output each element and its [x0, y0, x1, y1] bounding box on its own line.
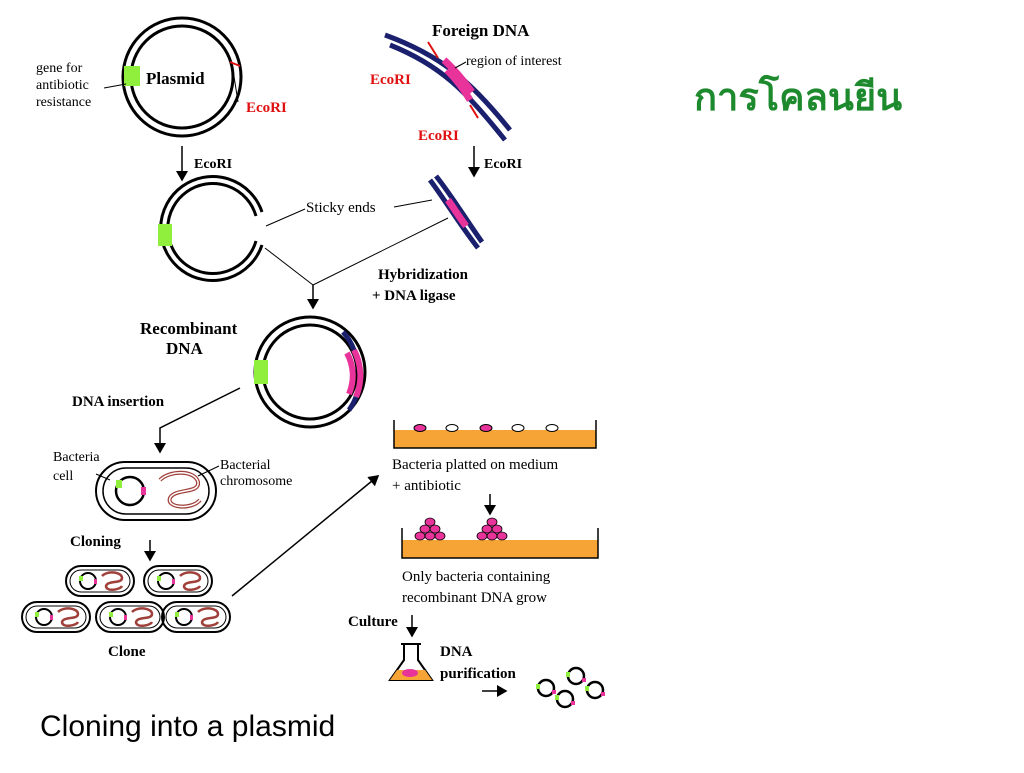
- label-only-2: recombinant DNA grow: [402, 590, 547, 606]
- label-plated-2: + antibiotic: [392, 478, 461, 494]
- label-antibiotic: antibiotic: [36, 78, 89, 93]
- plasmid: [121, 16, 243, 138]
- plasmid-ring: [555, 689, 575, 709]
- sticky-leader-left: [265, 208, 306, 227]
- label-gene-for: gene for: [36, 61, 83, 76]
- label-dna-insertion: DNA insertion: [72, 394, 165, 410]
- ecori-cut-bottom: [469, 104, 479, 119]
- sticky-leader-right: [393, 199, 433, 208]
- cell-leader-line: [95, 473, 111, 481]
- label-clone: Clone: [108, 644, 146, 660]
- label-purification: purification: [440, 666, 516, 682]
- culture-flask-icon: [388, 643, 434, 681]
- colony: [414, 517, 446, 541]
- label-recombinant-dna: DNA: [166, 339, 204, 358]
- arrow-to-plating: [231, 475, 380, 597]
- label-plated-1: Bacteria platted on medium: [392, 457, 559, 473]
- label-plasmid: Plasmid: [146, 69, 205, 88]
- label-ecori-arrow-left: EcoRI: [194, 157, 232, 172]
- label-cell: cell: [53, 469, 73, 484]
- label-region-of-interest: region of interest: [466, 54, 562, 69]
- cut-foreign-fragment: [427, 174, 485, 250]
- label-hybridization: Hybridization: [378, 267, 469, 283]
- label-bacterial: Bacterial: [220, 458, 271, 473]
- ecori-leader-line: [232, 69, 239, 103]
- bacteria-cell: [95, 461, 217, 521]
- arrow-dna-insertion: [154, 387, 241, 454]
- label-only-1: Only bacteria containing: [402, 569, 551, 585]
- label-ecori-foreign-bottom: EcoRI: [418, 128, 459, 144]
- plate-medium: [393, 420, 597, 449]
- label-dna-ligase: + DNA ligase: [372, 288, 456, 304]
- resistance-leader-line: [103, 83, 127, 89]
- clone-cell: [21, 601, 91, 633]
- foreign-dna-strands: [384, 32, 512, 142]
- label-recombinant: Recombinant: [140, 319, 238, 338]
- clone-cell: [95, 601, 165, 633]
- label-culture: Culture: [348, 614, 398, 630]
- clone-cell: [161, 601, 231, 633]
- chromosome-leader-line: [197, 465, 220, 477]
- label-ecori-foreign-top: EcoRI: [370, 72, 411, 88]
- clone-cell: [65, 565, 135, 597]
- label-cloning: Cloning: [70, 534, 121, 550]
- clone-cells: [21, 565, 231, 633]
- colony: [476, 517, 508, 541]
- plate-selected: [401, 517, 599, 559]
- ecori-cut-top: [427, 41, 439, 59]
- converge-line-left: [264, 247, 314, 286]
- label-ecori-plasmid: EcoRI: [246, 100, 287, 116]
- ecori-site-marker: [229, 61, 241, 67]
- label-ecori-arrow-right: EcoRI: [484, 157, 522, 172]
- cut-plasmid: [158, 175, 264, 282]
- plasmid-ring: [536, 678, 556, 698]
- page-title: การโคลนยีน: [694, 74, 903, 119]
- resistance-gene-marker: [124, 66, 140, 86]
- label-dna: DNA: [440, 644, 473, 660]
- label-resistance: resistance: [36, 95, 91, 110]
- diagram-caption: Cloning into a plasmid: [40, 710, 336, 743]
- region-leader-line: [454, 61, 467, 69]
- label-chromosome: chromosome: [220, 474, 292, 489]
- label-bacteria: Bacteria: [53, 450, 100, 465]
- converge-line-right: [312, 217, 449, 286]
- label-foreign-dna: Foreign DNA: [432, 21, 530, 40]
- purified-plasmids: [536, 666, 605, 709]
- clone-cell: [143, 565, 213, 597]
- plasmid-ring: [585, 680, 605, 700]
- recombinant-plasmid: [253, 315, 367, 429]
- label-sticky-ends: Sticky ends: [306, 200, 376, 216]
- plasmid-ring: [566, 666, 586, 686]
